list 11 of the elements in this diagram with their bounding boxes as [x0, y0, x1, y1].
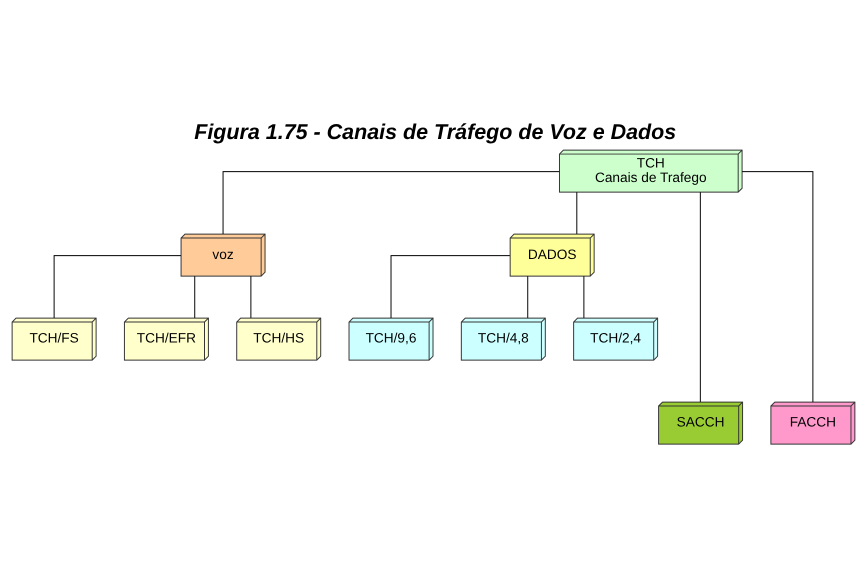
connector — [576, 192, 578, 234]
connector — [527, 276, 528, 318]
connector — [742, 171, 814, 403]
connector — [250, 276, 252, 318]
connector — [54, 255, 182, 319]
connector — [390, 255, 510, 319]
connector — [583, 276, 584, 318]
connector — [700, 192, 701, 402]
connector — [222, 171, 560, 235]
diagram-title: Figura 1.75 - Canais de Tráfego de Voz e Dados — [194, 120, 676, 144]
connector — [194, 276, 196, 318]
